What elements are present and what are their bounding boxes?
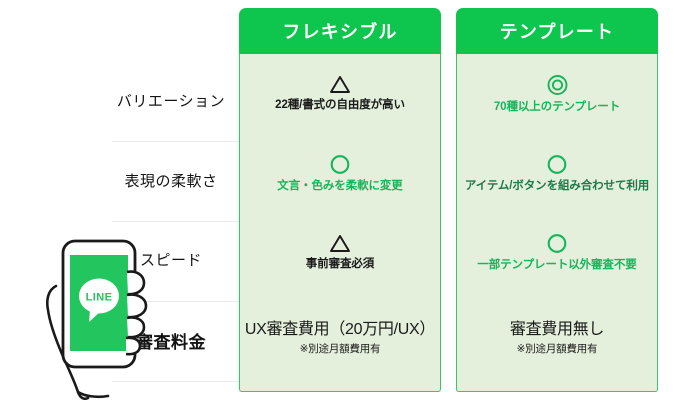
- column-title-template: テンプレート: [499, 22, 615, 42]
- cell-text: 一部テンプレート以外審査不要: [477, 259, 637, 272]
- column-header-flexible: フレキシブル: [239, 8, 441, 54]
- cell-flexible-variation: 22種/書式の自由度が高い: [240, 54, 440, 134]
- cell-template-variation: 70種以上のテンプレート: [457, 54, 657, 134]
- triangle-mark: [329, 75, 351, 94]
- row-label-flexibility: 表現の柔軟さ: [124, 173, 218, 190]
- cell-price-value: UX審査費用（20万円/UX）: [244, 320, 436, 338]
- line-logo-icon: LINE: [79, 278, 119, 322]
- circle-mark: [546, 154, 568, 175]
- row-divider: [112, 141, 240, 142]
- cell-flexible-speed: 事前審査必須: [240, 213, 440, 293]
- column-body-template: 70種以上のテンプレート アイテム/ボタンを組み合わせて利用 一部テンプレート以…: [456, 54, 658, 392]
- cell-price-note: ※別途月額費用有: [299, 342, 381, 355]
- row-divider: [112, 381, 240, 382]
- svg-text:LINE: LINE: [86, 292, 113, 304]
- cell-text: 事前審査必須: [305, 258, 375, 271]
- comparison-column-flexible: フレキシブル 22種/書式の自由度が高い 文言・色みを柔軟に変更: [239, 8, 441, 392]
- smartphone-icon: LINE: [45, 239, 148, 401]
- cell-flexible-flexibility: 文言・色みを柔軟に変更: [240, 134, 440, 214]
- cell-text: アイテム/ボタンを組み合わせて利用: [464, 179, 650, 192]
- cell-flexible-review-fee: UX審査費用（20万円/UX） ※別途月額費用有: [240, 293, 440, 392]
- cell-template-flexibility: アイテム/ボタンを組み合わせて利用: [457, 134, 657, 214]
- row-label-speed: スピード: [139, 252, 202, 269]
- cell-text: 22種/書式の自由度が高い: [275, 99, 405, 112]
- hand-holding-smartphone-illustration: LINE: [22, 228, 170, 401]
- comparison-column-template: テンプレート 70種以上のテンプレート アイテム/ボタンを組み合: [456, 8, 658, 392]
- cell-template-speed: 一部テンプレート以外審査不要: [457, 213, 657, 293]
- column-body-flexible: 22種/書式の自由度が高い 文言・色みを柔軟に変更 事前審査必須: [239, 54, 441, 392]
- row-label-variation: バリエーション: [116, 93, 226, 110]
- circle-mark: [546, 233, 568, 254]
- cell-price-value: 審査費用無し: [509, 320, 605, 338]
- cell-price-note: ※別途月額費用有: [516, 342, 598, 355]
- row-divider: [112, 301, 240, 302]
- triangle-mark: [329, 234, 351, 253]
- column-title-flexible: フレキシブル: [282, 22, 398, 42]
- column-header-template: テンプレート: [456, 8, 658, 54]
- row-divider: [112, 221, 240, 222]
- circle-mark: [329, 154, 351, 175]
- row-label-review-fee: 審査料金: [136, 333, 206, 352]
- cell-text: 文言・色みを柔軟に変更: [277, 179, 403, 192]
- double-circle-mark: [546, 74, 569, 96]
- cell-text: 70種以上のテンプレート: [493, 100, 621, 113]
- cell-template-review-fee: 審査費用無し ※別途月額費用有: [457, 293, 657, 392]
